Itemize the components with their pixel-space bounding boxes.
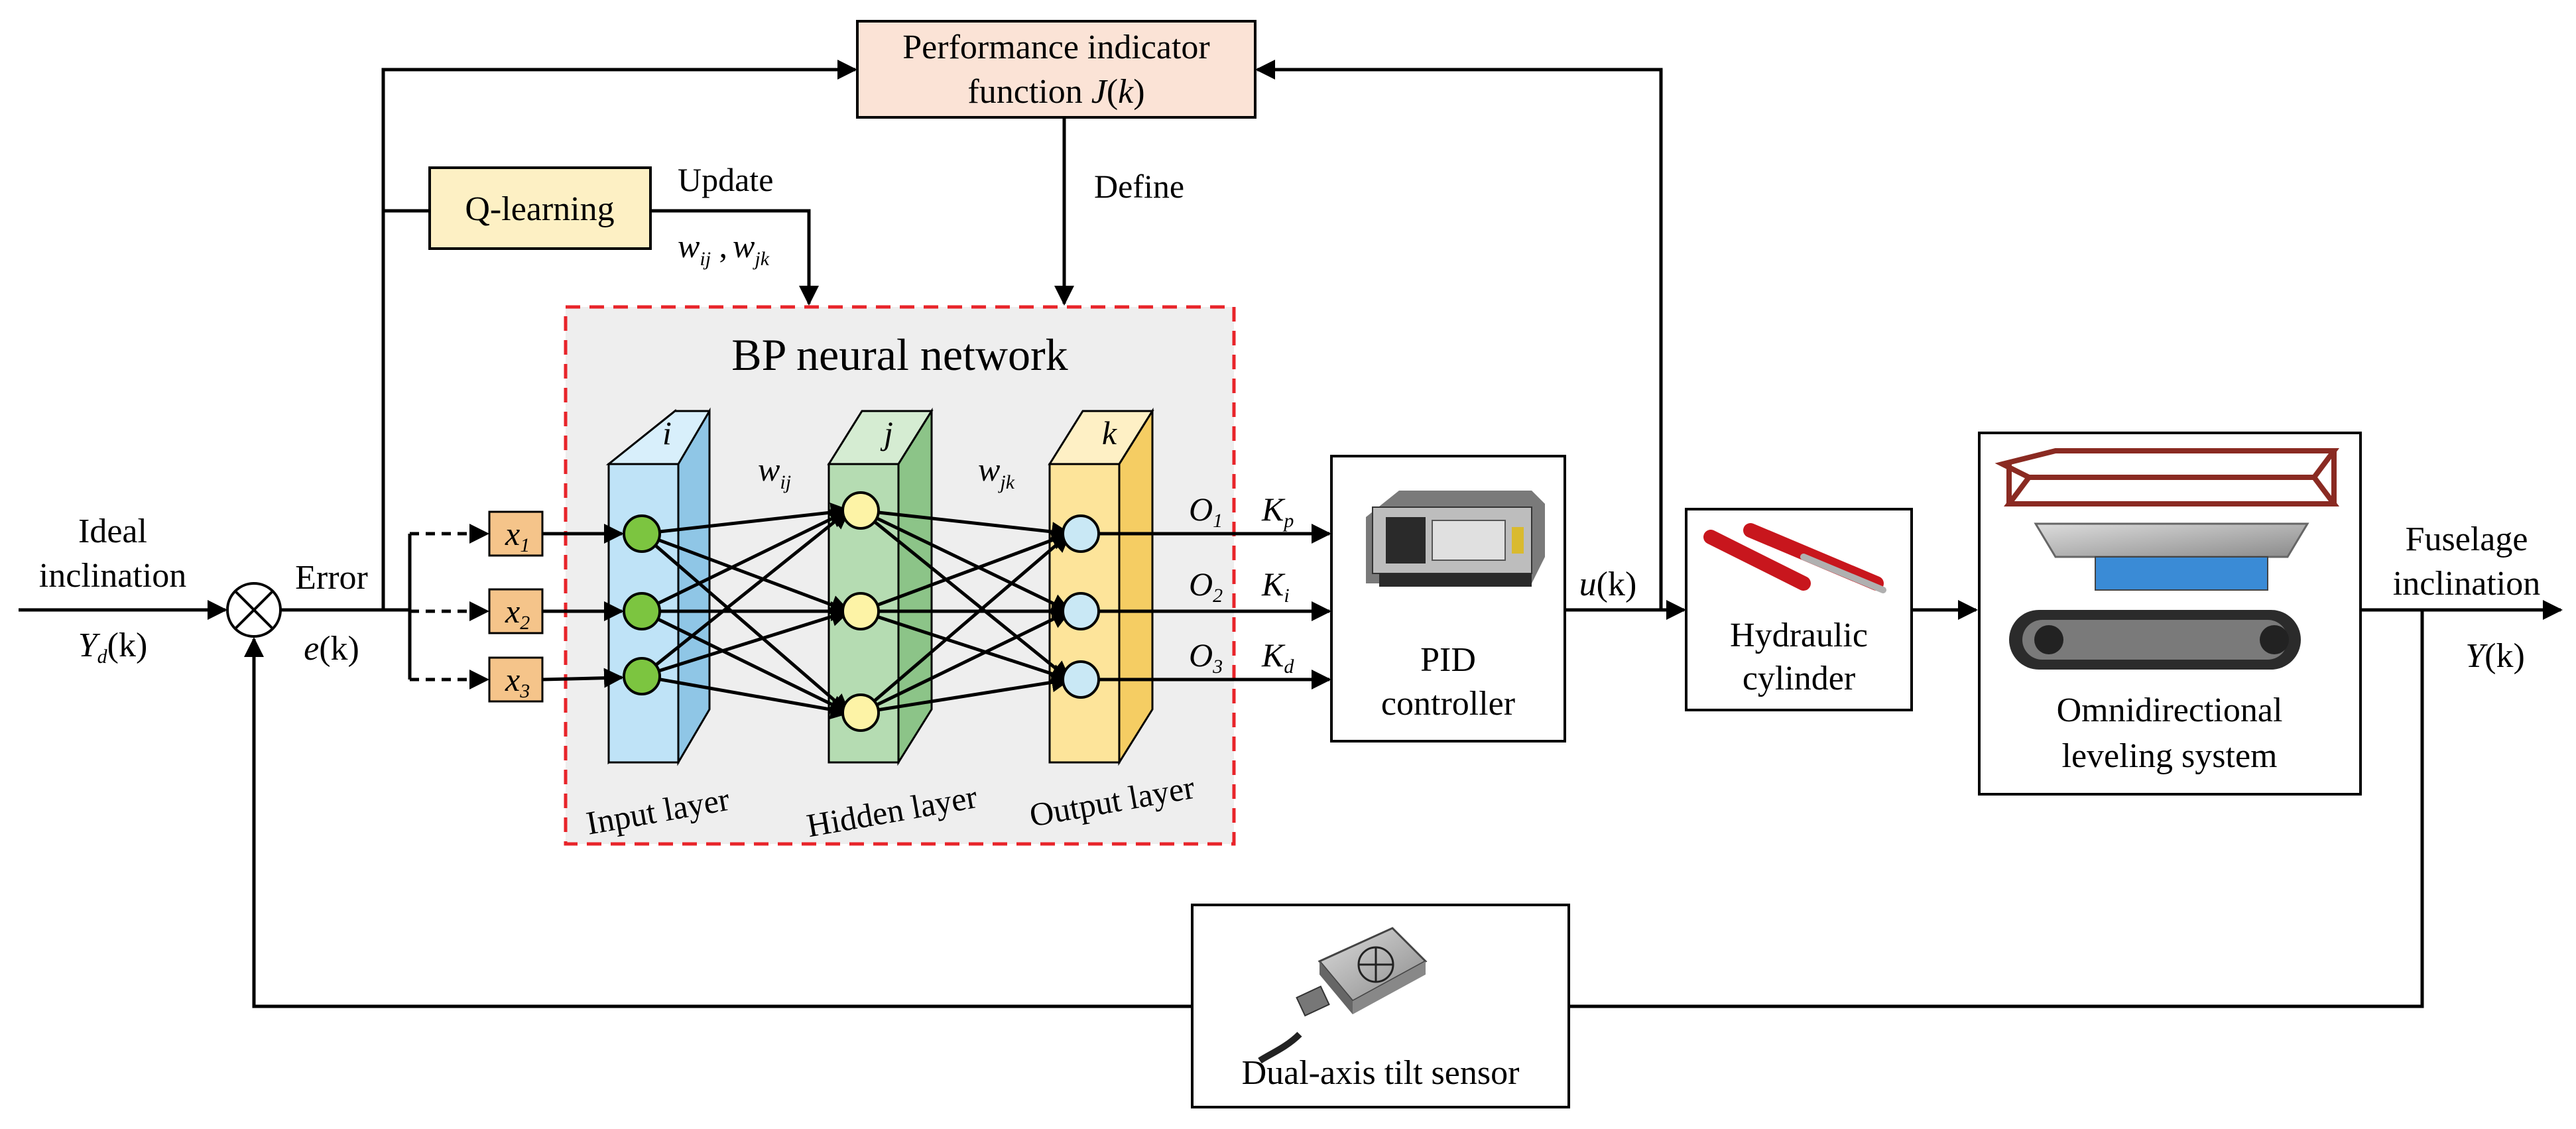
input-x1-box — [488, 510, 544, 557]
network-connections — [641, 503, 1072, 720]
output-node — [1062, 514, 1100, 553]
update-label: Update — [678, 161, 773, 198]
performance-label-line2: function J(k) — [967, 73, 1144, 111]
q-learning-label: Q-learning — [465, 190, 614, 228]
omni-label-line2: leveling system — [2062, 737, 2278, 775]
output-wires: O1 Kp O2 Ki O3 Kd — [1099, 491, 1331, 689]
ideal-label-line1: Ideal — [78, 512, 147, 550]
bp-title: BP neural network — [731, 329, 1068, 380]
input-x1-label: x1 — [505, 515, 530, 556]
tilt-sensor-box: Dual-axis tilt sensor — [1191, 904, 1570, 1108]
performance-indicator-box: Performance indicator function J(k) — [856, 20, 1257, 119]
pid-controller-box: PID controller — [1330, 455, 1566, 743]
fuselage-y-label: Y(k) — [2465, 637, 2525, 675]
output-o2-label: O2 — [1189, 565, 1223, 607]
fuselage-label-line2: inclination — [2393, 565, 2540, 603]
layer-k-label: k — [1102, 414, 1117, 451]
summing-junction — [226, 582, 282, 638]
input-x2-box — [488, 588, 544, 634]
error-label: Error — [295, 559, 368, 597]
update-weights-label: wij ,wjk — [678, 227, 770, 270]
output-o1-label: O1 — [1189, 491, 1223, 532]
input-x3-label: x3 — [505, 661, 530, 702]
hydraulic-cylinder-icon — [1703, 523, 1886, 593]
hydraulic-label-line1: Hydraulic — [1730, 617, 1868, 654]
pid-label-line2: controller — [1381, 685, 1515, 723]
uk-to-performance-wire — [1255, 60, 1663, 610]
output-kp-label: Kp — [1261, 491, 1294, 532]
omnidirectional-system-box: Omnidirectional leveling system — [1978, 432, 2362, 796]
performance-label-line1: Performance indicator — [902, 29, 1209, 66]
input-x-boxes: x1 x2 x3 — [408, 510, 624, 703]
output-nodes — [1062, 514, 1100, 699]
tilt-sensor-icon — [1258, 927, 1428, 1064]
omni-label-line1: Omnidirectional — [2057, 691, 2283, 729]
output-o3-label: O3 — [1189, 636, 1223, 678]
feedback-wire-right — [1569, 610, 2424, 1008]
input-node — [623, 514, 661, 553]
ideal-yd-label: Yd(k) — [78, 626, 148, 668]
hidden-node — [841, 592, 880, 630]
pid-label-line1: PID — [1420, 641, 1476, 679]
define-label: Define — [1094, 168, 1184, 205]
sensor-label: Dual-axis tilt sensor — [1242, 1054, 1520, 1092]
output-node — [1062, 660, 1100, 699]
output-kd-label: Kd — [1261, 636, 1294, 678]
input-node — [623, 657, 661, 695]
output-layer-prism: k — [1048, 407, 1154, 766]
layer-i-label: i — [662, 414, 672, 451]
error-to-performance-wire — [381, 60, 857, 610]
weight-wjk-label: wjk — [978, 451, 1015, 493]
hydraulic-label-line2: cylinder — [1743, 660, 1855, 697]
hidden-node — [841, 491, 880, 530]
fuselage-label-line1: Fuselage — [2406, 520, 2528, 558]
leveling-machine-icon — [1994, 448, 2339, 670]
input-nodes — [623, 514, 661, 695]
feedback-wire-left — [244, 637, 1194, 1008]
uk-label: u(k) — [1579, 565, 1637, 603]
output-node — [1062, 592, 1100, 630]
input-node — [623, 592, 661, 630]
weight-wij-label: wij — [758, 451, 791, 493]
output-ki-label: Ki — [1261, 565, 1290, 607]
hidden-nodes — [841, 491, 880, 732]
hidden-node — [841, 693, 880, 732]
q-learning-box: Q-learning — [428, 166, 652, 250]
input-x2-label: x2 — [505, 593, 530, 634]
plc-device-icon — [1366, 491, 1545, 587]
update-arrow — [650, 209, 819, 306]
ideal-label-line2: inclination — [39, 557, 186, 595]
hydraulic-cylinder-box: Hydraulic cylinder — [1685, 508, 1913, 711]
ek-label: e(k) — [304, 630, 359, 668]
